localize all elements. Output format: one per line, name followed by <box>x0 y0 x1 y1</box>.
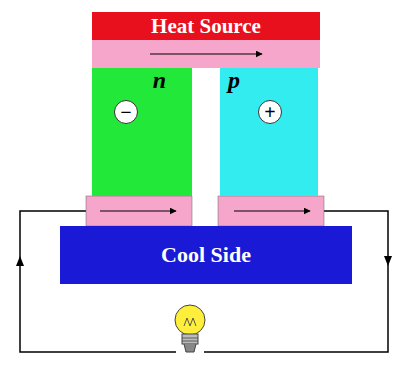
node-label: − <box>120 102 131 122</box>
bottom-conductor <box>218 196 324 226</box>
heat-arrow <box>150 54 262 55</box>
node-label: Heat Source <box>151 16 261 37</box>
light-bulb <box>175 305 205 352</box>
node-label: + <box>264 102 275 122</box>
n-type-leg: n− <box>92 68 192 196</box>
current-arrow <box>16 256 24 266</box>
electron-symbol: − <box>114 100 138 124</box>
bottom-conductor <box>86 196 192 226</box>
hole-symbol: + <box>258 100 282 124</box>
top-conductor <box>92 40 320 68</box>
node-label: Cool Side <box>161 244 251 266</box>
p-type-leg: p+ <box>220 68 318 196</box>
pad-arrow <box>100 211 176 212</box>
pad-arrow <box>234 211 310 212</box>
node-label: n <box>153 68 166 92</box>
cool-side: Cool Side <box>60 226 352 284</box>
node-label: p <box>228 68 240 92</box>
current-arrow <box>384 256 392 266</box>
heat-source: Heat Source <box>92 12 320 40</box>
